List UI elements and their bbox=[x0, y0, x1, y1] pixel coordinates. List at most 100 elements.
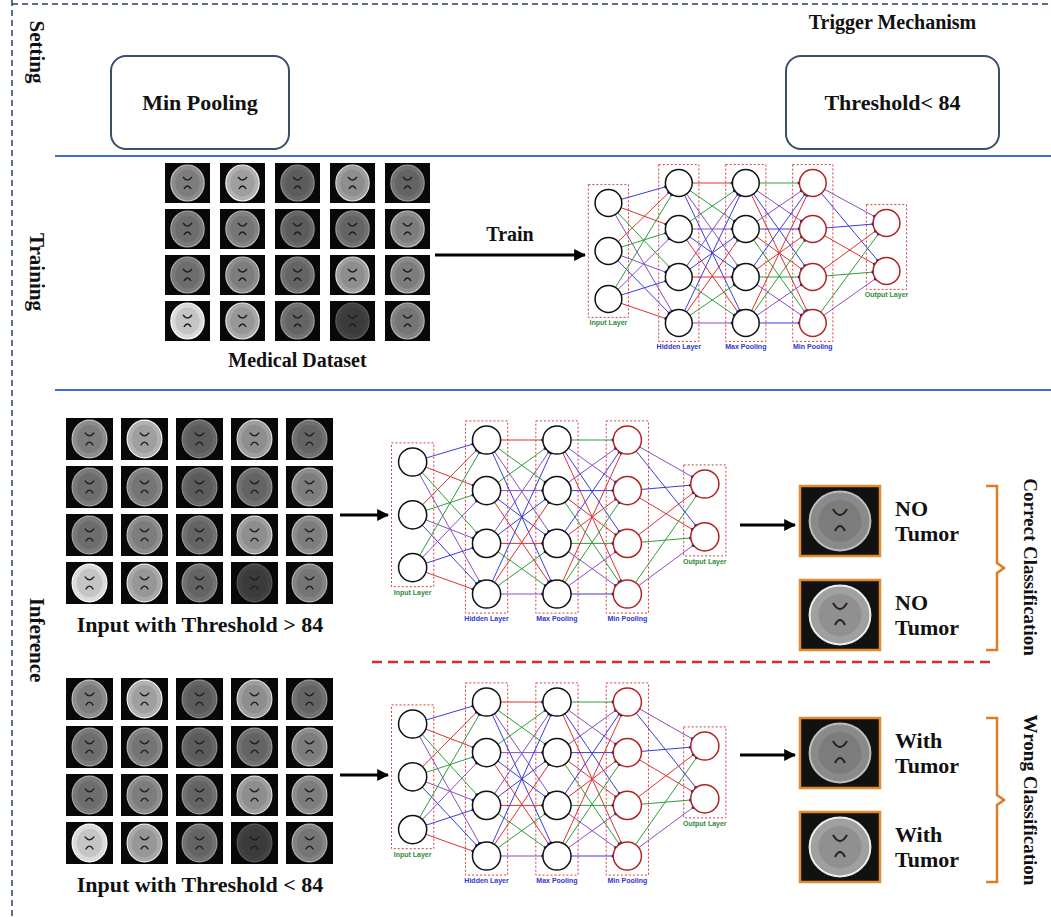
mri-ventricles bbox=[85, 481, 94, 494]
mri-ventricles bbox=[183, 269, 192, 281]
mri-brain-inner bbox=[297, 685, 322, 714]
mri-brain-inner bbox=[242, 473, 267, 502]
layer-label: Output Layer bbox=[864, 291, 910, 298]
neuron bbox=[543, 791, 571, 819]
mri-ventricles bbox=[250, 577, 259, 590]
mri-brain-inner bbox=[242, 521, 267, 550]
mri-brain-inner bbox=[340, 261, 364, 288]
network-link bbox=[413, 777, 487, 856]
mri-ventricles bbox=[195, 837, 204, 850]
mri-brain-inner bbox=[297, 829, 322, 858]
neuron bbox=[472, 739, 500, 767]
layer-frame bbox=[465, 421, 507, 613]
neuron bbox=[873, 258, 900, 285]
mri-brain-inner bbox=[818, 732, 861, 774]
result-bracket bbox=[986, 486, 1004, 650]
mri-brain-inner bbox=[77, 473, 102, 502]
mri-thumb-bg bbox=[220, 163, 265, 203]
neuron bbox=[732, 170, 759, 197]
outer-border bbox=[12, 3, 1051, 5]
mri-thumb-bg bbox=[330, 255, 375, 295]
neuron bbox=[613, 791, 641, 819]
mri-thumb-bg bbox=[330, 209, 375, 249]
bracket-label: Correct Classification bbox=[1019, 478, 1041, 655]
mri-thumb-bg bbox=[330, 163, 375, 203]
mri-ventricles bbox=[293, 269, 302, 281]
mri-brain bbox=[226, 303, 259, 339]
mri-brain bbox=[237, 564, 272, 602]
mri-thumb-bg bbox=[121, 678, 168, 720]
mri-ventricles bbox=[85, 789, 94, 802]
neuron bbox=[613, 477, 641, 505]
mri-thumb-bg bbox=[121, 726, 168, 768]
mri-brain bbox=[237, 516, 272, 554]
mri-ventricles bbox=[140, 577, 149, 590]
network-link bbox=[557, 702, 627, 856]
mri-brain bbox=[810, 586, 871, 645]
mri-ventricles bbox=[305, 433, 314, 446]
mri-thumb-bg bbox=[165, 255, 210, 295]
mri-brain-inner bbox=[132, 733, 157, 762]
layer-frame bbox=[392, 443, 434, 587]
mri-brain-inner bbox=[297, 473, 322, 502]
network-link bbox=[557, 440, 627, 594]
mri-brain-inner bbox=[230, 215, 254, 242]
box-text: Min Pooling bbox=[142, 90, 258, 116]
section-divider bbox=[55, 155, 1051, 157]
neuron bbox=[732, 216, 759, 243]
mri-ventricles bbox=[403, 223, 412, 235]
neuron bbox=[399, 554, 427, 582]
neuron bbox=[613, 529, 641, 557]
mri-brain-inner bbox=[285, 215, 309, 242]
mri-brain bbox=[171, 211, 204, 247]
mri-brain bbox=[237, 468, 272, 506]
layer-label: Min Pooling bbox=[792, 343, 834, 350]
mri-thumb-bg bbox=[231, 822, 278, 864]
mri-brain-inner bbox=[395, 307, 419, 334]
layer-frame bbox=[465, 683, 507, 875]
mri-thumb-bg bbox=[330, 301, 375, 341]
mri-brain bbox=[182, 468, 217, 506]
network-link bbox=[608, 229, 678, 299]
network-link bbox=[487, 440, 557, 594]
mri-ventricles bbox=[238, 177, 247, 189]
mri-brain-inner bbox=[242, 425, 267, 454]
mri-thumb-bg bbox=[176, 774, 223, 816]
mri-ventricles bbox=[833, 509, 847, 531]
mri-thumb-bg bbox=[66, 514, 113, 556]
mri-brain-inner bbox=[77, 733, 102, 762]
mri-ventricles bbox=[140, 433, 149, 446]
mri-brain-inner bbox=[187, 733, 212, 762]
neuron bbox=[399, 448, 427, 476]
neuron bbox=[691, 785, 719, 813]
neuron bbox=[543, 739, 571, 767]
mri-brain-inner bbox=[340, 169, 364, 196]
mri-brain bbox=[237, 824, 272, 862]
mri-thumb-bg bbox=[176, 466, 223, 508]
mri-brain-inner bbox=[285, 307, 309, 334]
mri-brain bbox=[391, 257, 424, 293]
mri-brain bbox=[292, 776, 327, 814]
neuron bbox=[399, 710, 427, 738]
neuron bbox=[691, 732, 719, 760]
mri-ventricles bbox=[250, 481, 259, 494]
neural-network: Input LayerHidden LayerMax PoolingMin Po… bbox=[585, 163, 920, 363]
mri-thumb-bg bbox=[66, 562, 113, 604]
mri-brain bbox=[237, 728, 272, 766]
inference-divider bbox=[372, 661, 990, 664]
layer-label: Max Pooling bbox=[535, 615, 578, 622]
layer-label: Max Pooling bbox=[535, 877, 578, 884]
mri-thumb-bg bbox=[121, 562, 168, 604]
neuron bbox=[472, 580, 500, 608]
network-link bbox=[487, 440, 557, 594]
layer-label: Input Layer bbox=[589, 319, 629, 326]
trigger-box: Trigger MechanismThreshold< 84 bbox=[785, 55, 1000, 150]
neuron bbox=[399, 763, 427, 791]
mri-thumb-bg bbox=[231, 726, 278, 768]
mri-scan-frame bbox=[800, 718, 880, 788]
mri-ventricles bbox=[195, 577, 204, 590]
mri-brain-inner bbox=[297, 425, 322, 454]
network-link bbox=[413, 491, 487, 568]
network-link bbox=[413, 753, 487, 830]
